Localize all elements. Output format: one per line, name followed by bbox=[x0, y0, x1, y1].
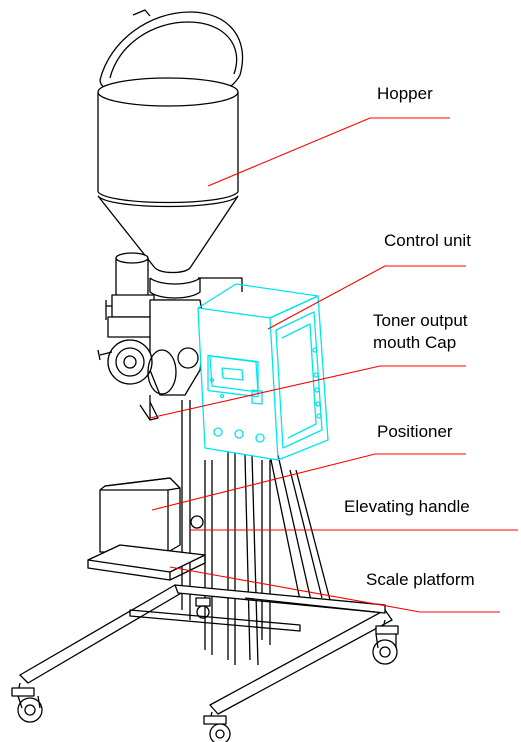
hopper-body bbox=[97, 77, 239, 299]
leader-positioner bbox=[151, 453, 466, 511]
leader-hopper bbox=[207, 117, 450, 187]
positioner-box bbox=[99, 477, 204, 553]
label-positioner: Positioner bbox=[377, 422, 453, 441]
scale-platform-drawing bbox=[87, 544, 206, 581]
leader-control-unit bbox=[267, 265, 466, 330]
caster-back-right bbox=[372, 619, 399, 665]
leader-toner-output bbox=[149, 365, 466, 419]
leader-lines bbox=[149, 117, 518, 613]
label-scale-platform: Scale platform bbox=[366, 570, 475, 589]
label-hopper: Hopper bbox=[377, 84, 433, 103]
machine-drawing bbox=[11, 9, 399, 742]
label-toner-output-line2: mouth Cap bbox=[373, 333, 457, 352]
label-toner-output-line1: Toner output bbox=[373, 311, 468, 330]
label-elevating-handle: Elevating handle bbox=[344, 497, 470, 516]
base-frame bbox=[19, 584, 393, 715]
caster-front-right bbox=[203, 711, 231, 742]
caster-front-left bbox=[11, 682, 43, 723]
caster-back-left bbox=[195, 597, 211, 619]
control-unit-drawing bbox=[197, 283, 329, 461]
label-control-unit: Control unit bbox=[384, 231, 471, 250]
feeder-housing bbox=[97, 299, 206, 421]
leader-scale-platform bbox=[169, 566, 500, 613]
